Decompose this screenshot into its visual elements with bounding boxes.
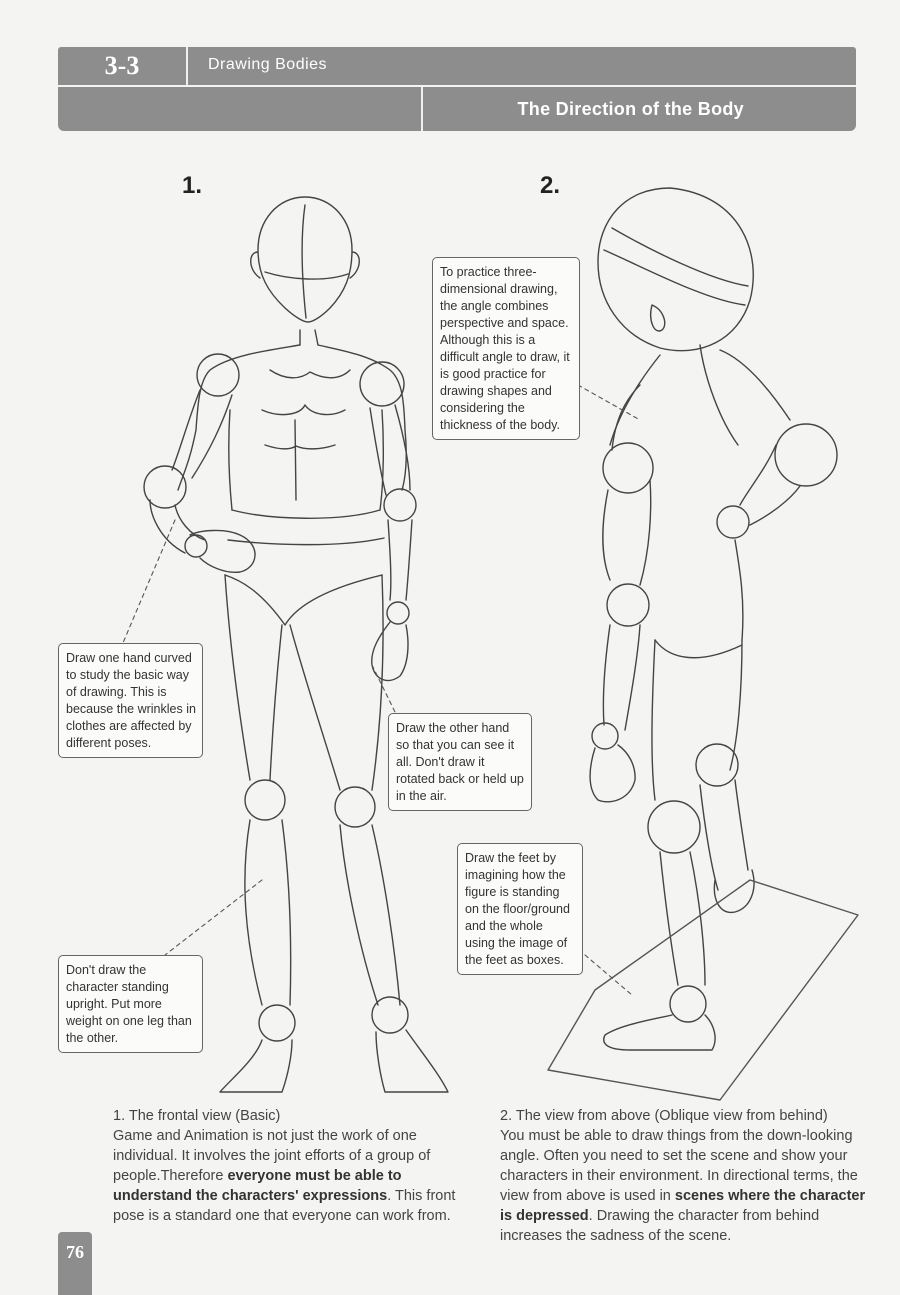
section-title: Drawing Bodies: [208, 56, 328, 73]
caption-frontal-body: Game and Animation is not just the work …: [113, 1126, 463, 1226]
caption-above-text-end: . Drawing the character from behind incr…: [500, 1208, 820, 1244]
page-number-tab: 76: [58, 1232, 92, 1295]
caption-frontal-emphasis: everyone must be able to understand the …: [113, 1168, 402, 1204]
page-number: 76: [66, 1242, 84, 1262]
caption-above-text: You must be able to draw things from the…: [500, 1128, 858, 1204]
chapter-header-bar: 3-3 Drawing Bodies: [58, 47, 856, 85]
caption-above-body: You must be able to draw things from the…: [500, 1126, 870, 1246]
caption-frontal-title: 1. The frontal view (Basic): [113, 1108, 281, 1124]
callout-not-upright: Don't draw the character standing uprigh…: [58, 955, 203, 1053]
callout-other-hand: Draw the other hand so that you can see …: [388, 713, 532, 811]
caption-frontal-text: Game and Animation is not just the work …: [113, 1128, 431, 1184]
callout-feet-boxes: Draw the feet by imagining how the figur…: [457, 843, 583, 975]
header-divider: [186, 47, 188, 85]
caption-above-emphasis: scenes where the character is depressed: [500, 1188, 866, 1224]
callout-hand-curved: Draw one hand curved to study the basic …: [58, 643, 203, 758]
subsection-header-bar: The Direction of the Body: [58, 87, 856, 131]
header-divider: [421, 87, 423, 131]
callout-three-dimensional: To practice three-dimensional drawing, t…: [432, 257, 580, 440]
oblique-figure-drawing: [547, 187, 859, 1101]
caption-above-title: 2. The view from above (Oblique view fro…: [500, 1108, 828, 1124]
caption-above-view: 2. The view from above (Oblique view fro…: [500, 1106, 870, 1246]
figure-number-2: 2.: [540, 172, 561, 199]
frontal-figure-drawing: [143, 196, 449, 1093]
callout-leader-lines: [119, 384, 641, 996]
figure-number-1: 1.: [182, 172, 203, 199]
caption-frontal-view: 1. The frontal view (Basic) Game and Ani…: [113, 1106, 463, 1226]
section-number: 3-3: [104, 51, 140, 80]
subsection-title: The Direction of the Body: [517, 99, 744, 119]
caption-frontal-text-end: . This front pose is a standard one that…: [113, 1188, 456, 1224]
